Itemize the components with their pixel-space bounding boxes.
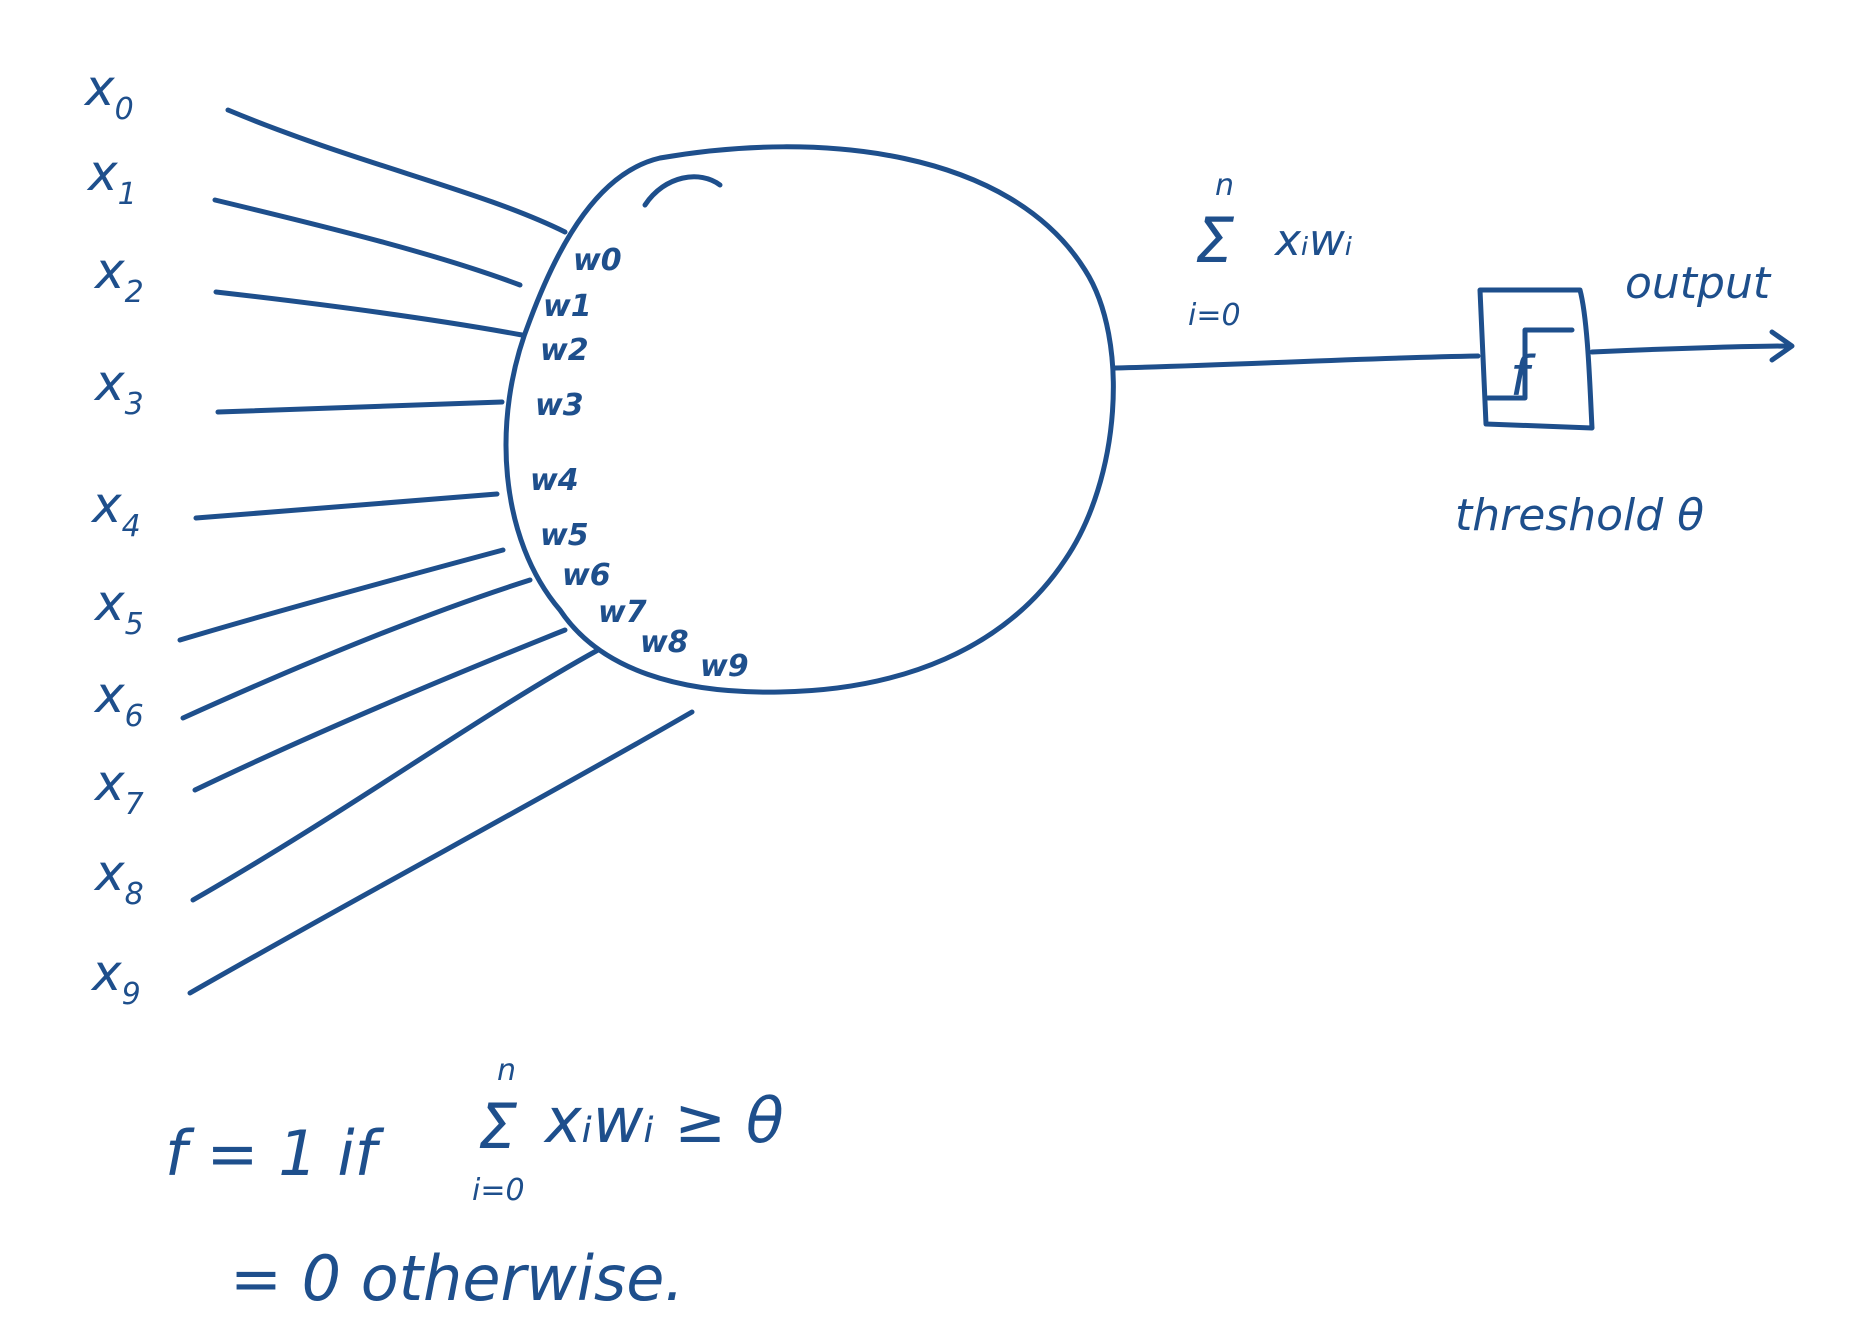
rule-sum-upper: n (497, 1053, 516, 1088)
weight-labels: w0 w1 w2 w3 w4 w5 w6 w7 w8 w9 (530, 243, 749, 684)
output-arrow-line (1589, 343, 1793, 355)
neuron-circle (503, 144, 1116, 695)
input-label-x4: x4 (90, 476, 141, 544)
sum-lower: i=0 (1188, 298, 1241, 333)
input-label-x6: x6 (93, 666, 144, 734)
sum-term: xᵢwᵢ (1273, 215, 1353, 266)
input-line-6 (180, 577, 533, 721)
weight-label-w2: w2 (540, 333, 589, 368)
activation-box-outline (1477, 287, 1595, 431)
rule-line1-prefix: f = 1 if (165, 1117, 385, 1190)
weight-label-w6: w6 (562, 558, 611, 593)
input-label-x0: x0 (83, 59, 134, 127)
input-line-4 (193, 491, 500, 521)
input-label-x8: x8 (93, 844, 144, 912)
weight-label-w7: w7 (598, 595, 647, 630)
weight-label-w8: w8 (640, 625, 689, 660)
sum-formula: n Σ i=0 xᵢwᵢ (1188, 168, 1353, 333)
weight-label-w3: w3 (535, 388, 584, 423)
threshold-caption: threshold θ (1455, 490, 1704, 541)
sum-symbol: Σ (1195, 204, 1235, 277)
input-line-8 (190, 647, 601, 903)
input-label-x7: x7 (93, 754, 144, 822)
input-line-5 (177, 547, 506, 643)
weight-label-w9: w9 (700, 649, 749, 684)
weight-label-w1: w1 (543, 289, 592, 324)
activation-step-icon (1485, 327, 1575, 401)
weight-label-w0: w0 (573, 243, 622, 278)
sum-output-line (1112, 353, 1481, 371)
input-lines (177, 107, 695, 996)
input-label-x3: x3 (93, 354, 144, 422)
activation-box-label: f (1510, 345, 1536, 408)
input-line-1 (212, 197, 523, 288)
input-label-x9: x9 (90, 944, 141, 1012)
weight-label-w4: w4 (530, 463, 579, 498)
neuron-top-stroke (642, 174, 723, 208)
rule-sum-symbol: Σ (478, 1090, 518, 1163)
activation-box: f (1477, 287, 1595, 431)
input-line-2 (213, 289, 525, 338)
input-label-x5: x5 (93, 574, 144, 642)
input-label-x2: x2 (93, 242, 144, 310)
rule-term: xᵢwᵢ ≥ θ (543, 1084, 784, 1157)
weight-label-w5: w5 (540, 518, 589, 553)
input-line-9 (187, 709, 695, 996)
activation-rule: f = 1 if n Σ i=0 xᵢwᵢ ≥ θ = 0 otherwise. (165, 1053, 784, 1315)
input-label-x1: x1 (86, 144, 137, 212)
rule-sum-lower: i=0 (472, 1173, 525, 1208)
input-labels: x0 x1 x2 x3 x4 x5 x6 x7 x8 x9 (83, 59, 144, 1012)
output-label: output (1625, 258, 1772, 309)
rule-line2: = 0 otherwise. (230, 1242, 684, 1315)
input-line-0 (225, 107, 568, 235)
sum-upper: n (1215, 168, 1234, 203)
input-line-3 (215, 399, 505, 415)
output-arrow-head (1769, 329, 1795, 363)
input-line-7 (192, 627, 568, 793)
